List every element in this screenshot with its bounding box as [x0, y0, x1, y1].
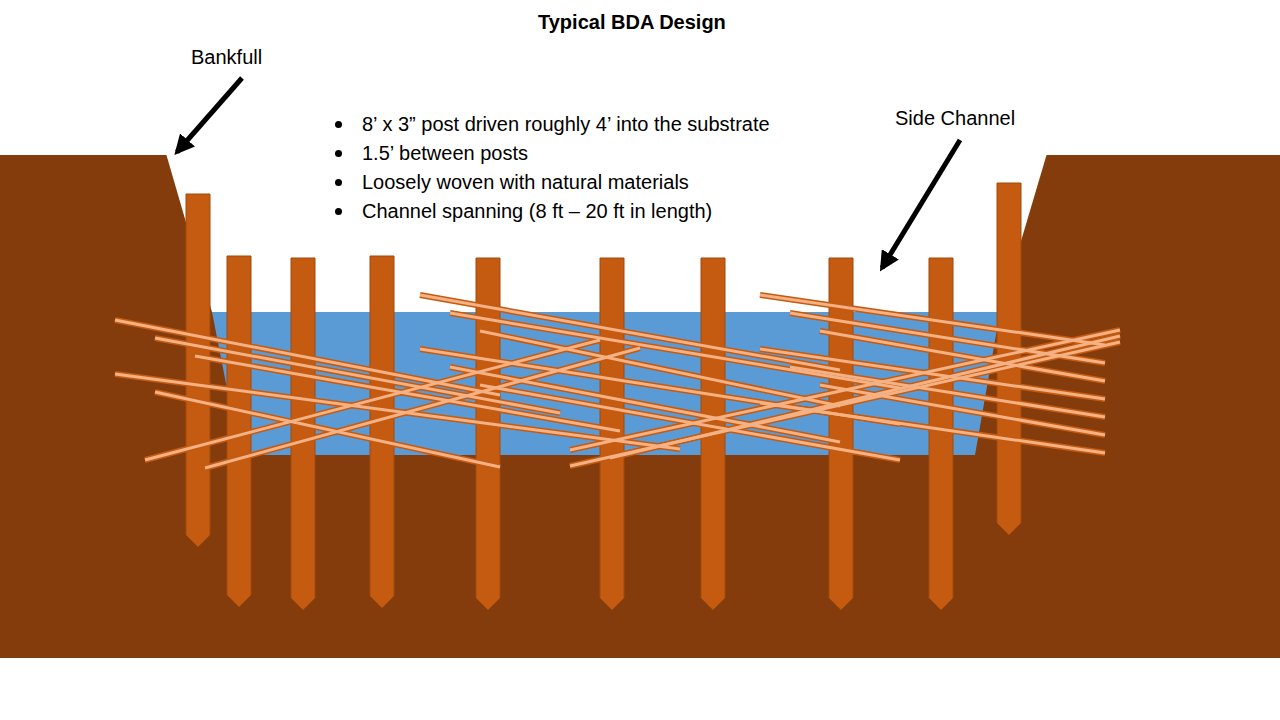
stick [570, 342, 1120, 466]
stick [760, 403, 1105, 453]
stick [760, 349, 1105, 399]
stick [155, 392, 500, 467]
bullet-note: Loosely woven with natural materials [362, 170, 689, 194]
callout-label: Bankfull [191, 45, 262, 69]
bullet-dot [335, 208, 342, 215]
stick-outline [480, 385, 900, 460]
stick [450, 313, 900, 388]
wooden-post [291, 258, 315, 610]
leader-arrow [177, 78, 242, 152]
diagram-title: Typical BDA Design [538, 10, 726, 34]
bullet-note: 8’ x 3” post driven roughly 4’ into the … [362, 112, 770, 136]
stick [450, 367, 840, 442]
stick-outline [115, 374, 680, 449]
wooden-post [600, 258, 624, 610]
callout-label: Side Channel [895, 106, 1015, 130]
bullet-note: 1.5’ between posts [362, 141, 528, 165]
leader-arrow [882, 140, 960, 268]
woven-sticks [115, 295, 1120, 468]
stick [480, 385, 900, 460]
wooden-post [929, 258, 953, 610]
bullet-note: Channel spanning (8 ft – 20 ft in length… [362, 199, 712, 223]
wooden-post [186, 194, 210, 547]
stick [790, 367, 1105, 417]
stick [115, 320, 500, 395]
wooden-post [370, 256, 394, 608]
bullet-dot [335, 179, 342, 186]
bullet-dot [335, 150, 342, 157]
stick [115, 374, 680, 449]
stick [820, 385, 1105, 435]
bullet-dot [335, 121, 342, 128]
stick [760, 295, 1105, 345]
stick-outline [450, 313, 900, 388]
